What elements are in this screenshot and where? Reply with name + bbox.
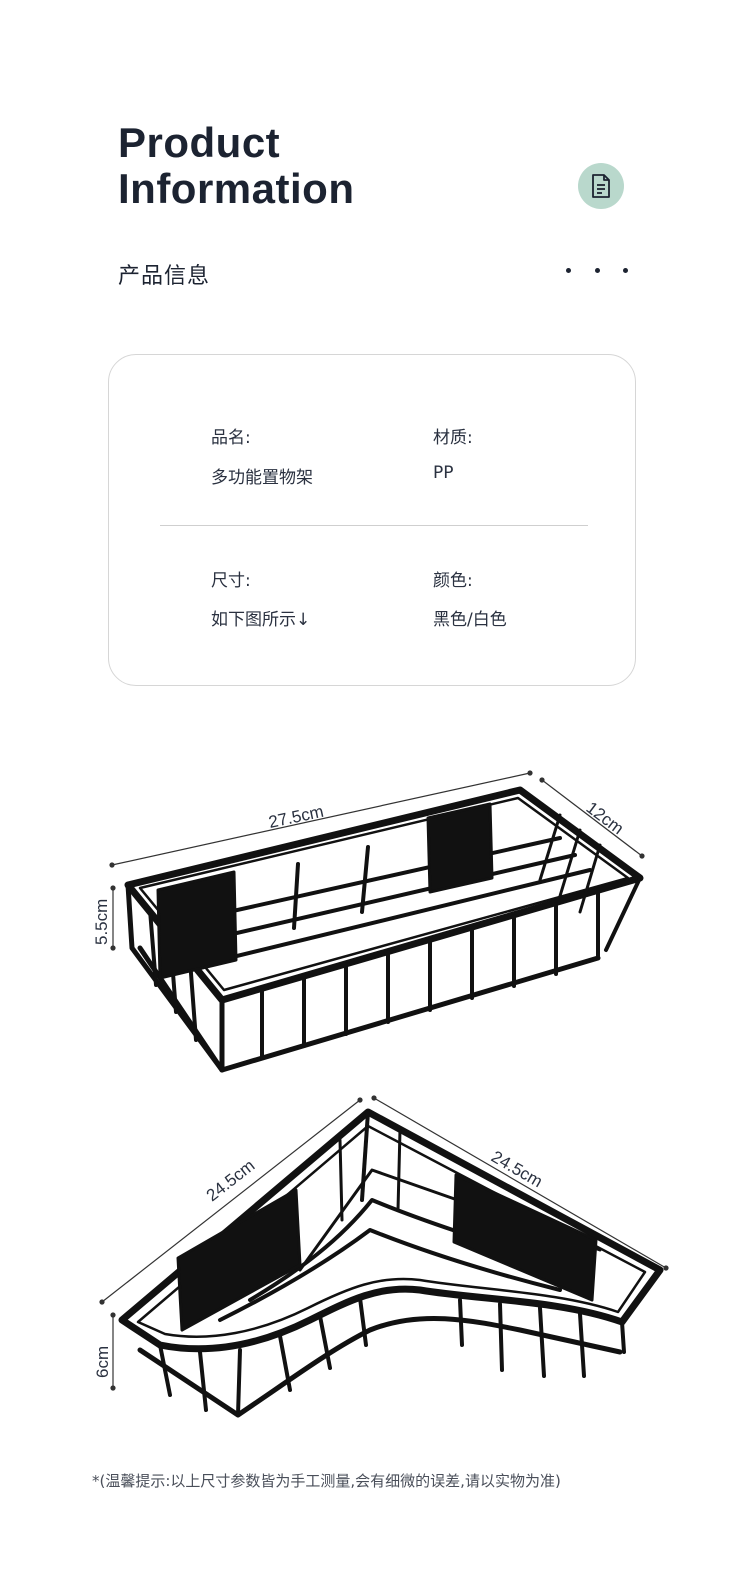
rectangular-basket-image: [124, 786, 644, 1073]
size-label: 尺寸:: [211, 571, 251, 591]
document-icon: [592, 174, 610, 198]
corner-left-side-label: 24.5cm: [203, 1156, 259, 1205]
dot: [623, 268, 628, 273]
document-icon-badge: [578, 163, 624, 209]
color-value: 黑色/白色: [433, 610, 507, 630]
rect-height-label: 5.5cm: [92, 899, 111, 945]
name-value: 多功能置物架: [211, 468, 313, 488]
dot: [595, 268, 600, 273]
dot: [566, 268, 571, 273]
corner-dimension-lines: [99, 1095, 669, 1391]
corner-basket-image: [118, 1108, 664, 1418]
rect-length-label: 27.5cm: [267, 802, 325, 832]
page-subtitle: 产品信息: [118, 264, 211, 289]
three-dots-icon: [566, 268, 630, 278]
rect-width-label: 12cm: [583, 798, 628, 838]
measurement-note: *(温馨提示:以上尺寸参数皆为手工测量,会有细微的误差,请以实物为准): [92, 1472, 561, 1490]
page-title: Product Information: [118, 120, 354, 212]
title-line-2: Information: [118, 165, 355, 212]
corner-height-label: 6cm: [93, 1346, 112, 1378]
rect-dimension-lines: [109, 770, 645, 951]
size-value: 如下图所示↓: [211, 610, 311, 630]
material-value: PP: [433, 463, 454, 483]
title-line-1: Product: [118, 119, 281, 166]
material-label: 材质:: [433, 428, 473, 448]
product-dimension-figure: 27.5cm 12cm 5.5cm: [92, 770, 669, 1418]
card-divider: [160, 525, 588, 526]
product-info-card: [108, 354, 636, 686]
name-label: 品名:: [211, 428, 251, 448]
color-label: 颜色:: [433, 571, 473, 591]
